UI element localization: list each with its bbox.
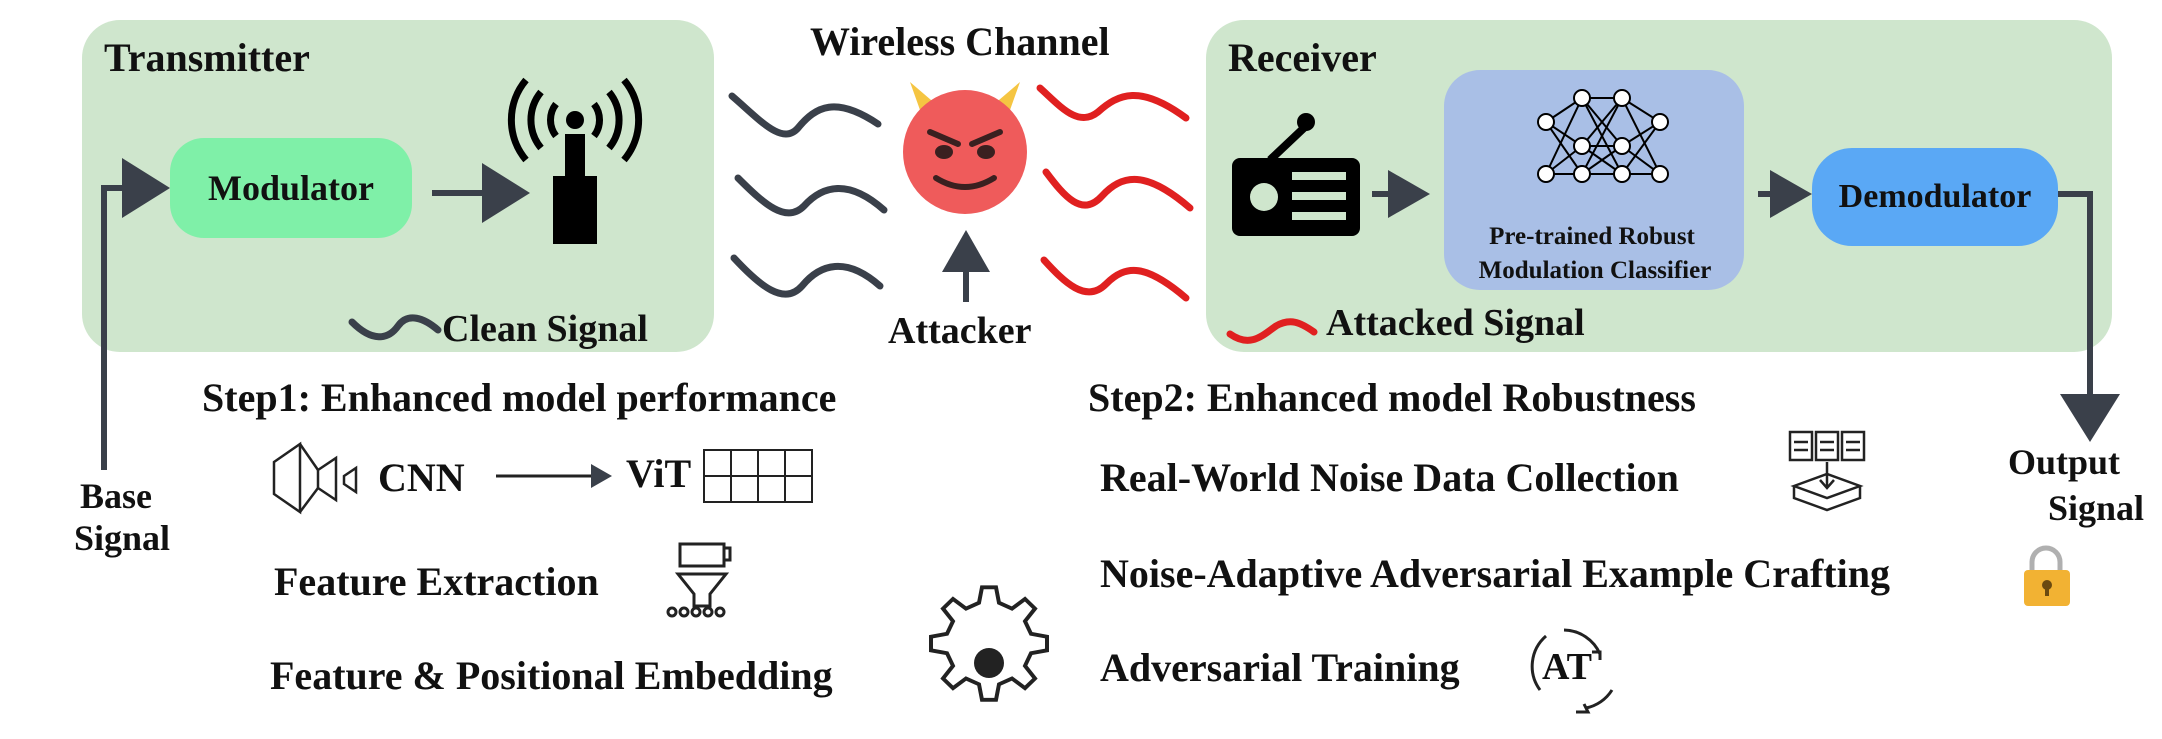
demodulator-box: Demodulator (1812, 148, 2058, 246)
modulator-label: Modulator (208, 168, 374, 208)
classifier-label-line2: Modulation Classifier (1478, 257, 1712, 284)
output-signal-arrow (2058, 191, 2120, 442)
demodulator-label: Demodulator (1838, 178, 2032, 215)
step2-item-data-collection: Real-World Noise Data Collection (1100, 455, 1679, 500)
modulator-box: Modulator (170, 138, 412, 238)
cycle-icon (1530, 628, 1614, 714)
attacked-signal-legend: Attacked Signal (1326, 302, 1585, 344)
output-signal-line1: Output (2008, 442, 2121, 482)
radio-icon (1232, 113, 1360, 236)
at-label: AT (1542, 646, 1592, 688)
gear-icon (929, 585, 1049, 702)
channel-title: Wireless Channel (810, 19, 1110, 64)
base-signal-line1: Base (80, 476, 152, 516)
classifier-label-line1: Pre-trained Robust (1489, 223, 1695, 250)
step2-title: Step2: Enhanced model Robustness (1088, 375, 1696, 420)
neural-network-icon (1537, 89, 1669, 183)
attacker-label: Attacker (888, 310, 1032, 352)
transmitter-title: Transmitter (104, 35, 310, 80)
attacked-signal-waves (1036, 84, 1194, 302)
lock-icon (2024, 545, 2070, 606)
clean-signal-waves (728, 92, 888, 298)
antenna-icon (507, 77, 643, 244)
cnn-label: CNN (378, 455, 465, 500)
classifier-box (1444, 70, 1744, 290)
clean-signal-legend-icon (348, 314, 442, 341)
step2-item-adversarial-crafting: Noise-Adaptive Adversarial Example Craft… (1100, 551, 1890, 596)
base-signal-arrow (101, 158, 170, 470)
base-signal-line2: Signal (74, 518, 171, 558)
step1-title: Step1: Enhanced model performance (202, 375, 837, 420)
attacked-signal-legend-icon (1226, 318, 1318, 344)
feature-extraction-icon (666, 542, 732, 618)
vit-label: ViT (626, 451, 692, 496)
clean-signal-legend: Clean Signal (442, 308, 648, 350)
step1-item-embedding: Feature & Positional Embedding (270, 653, 833, 698)
vit-grid-icon (703, 449, 813, 503)
receiver-title: Receiver (1228, 35, 1377, 80)
output-signal-line2: Signal (2048, 488, 2145, 528)
cnn-icon (272, 441, 358, 515)
devil-icon (903, 82, 1027, 214)
data-collection-icon (1788, 430, 1866, 512)
step2-item-adversarial-training: Adversarial Training (1100, 645, 1460, 690)
step1-item-feature-extraction: Feature Extraction (274, 559, 599, 604)
